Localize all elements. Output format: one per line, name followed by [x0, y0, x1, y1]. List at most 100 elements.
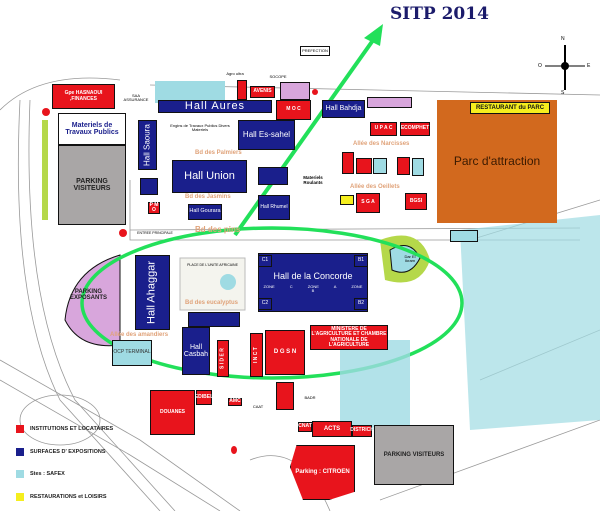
restaurant-small[interactable] [340, 195, 354, 205]
red-building[interactable] [342, 152, 354, 174]
legend-expositions: SURFACES D' EXPOSITIONS [16, 448, 106, 456]
compass-icon [545, 45, 585, 90]
zone-c2[interactable]: C2 [258, 298, 272, 310]
hall-aures[interactable]: Hall Aures [158, 100, 272, 113]
compass-west: O [538, 63, 542, 69]
zone-b1[interactable]: B1 [354, 255, 368, 267]
red-building[interactable] [356, 158, 372, 174]
highlight-ellipse [80, 226, 464, 380]
agro-building[interactable] [237, 80, 247, 100]
parking-exposants[interactable]: PARKING EXPOSANTS [69, 288, 107, 301]
hall-rhumel[interactable]: Hall Rhumel [258, 195, 290, 220]
safex-area [155, 81, 225, 103]
parking-visiteurs[interactable]: PARKING VISITEURS [58, 145, 126, 225]
hall-casbah-annex[interactable] [188, 312, 240, 327]
pink-building[interactable] [280, 82, 310, 100]
parking-visiteurs-2[interactable]: PARKING VISITEURS [374, 425, 454, 485]
road [17, 99, 161, 511]
entrance-markers [42, 89, 318, 454]
hall-saoura[interactable]: Hall Saoura [138, 120, 157, 170]
materiels-roulants: Materiels Roulants [303, 175, 323, 185]
safex-building[interactable] [450, 230, 478, 242]
restaurant-du-parc[interactable]: RESTAURANT du PARC [470, 102, 550, 114]
zone-c: ZONE C [263, 284, 293, 290]
parc-attraction[interactable]: Parc d'attraction [437, 100, 557, 223]
road-label: Allée des Oeillets [350, 184, 400, 190]
legend-institutions: INSTITUTIONS ET LOCATAIRES [16, 425, 113, 433]
badr: BADR [304, 395, 316, 401]
road-label: Bd des pins [195, 225, 241, 234]
districh[interactable]: DISTRICH [350, 425, 374, 437]
hall-es-sahel[interactable]: Hall Es-sahel [238, 120, 295, 150]
hall-de-la-concorde[interactable]: Hall de la Concorde ZONE C ZONE A ZONE B [258, 253, 368, 312]
red-building[interactable] [276, 382, 294, 410]
fountain [220, 274, 236, 290]
legend-label: Stes : SAFEX [30, 471, 65, 477]
safex-area [340, 340, 410, 430]
materiels-travaux-publics[interactable]: Materiels de Travaux Publics [58, 113, 126, 145]
legend-swatch [16, 448, 24, 456]
acts[interactable]: ACTS [312, 421, 352, 437]
sider[interactable]: S I D E R [217, 340, 229, 377]
hall-gourara[interactable]: Hall Gourara [188, 204, 222, 220]
pmo[interactable]: P M O [148, 201, 160, 214]
pink-building-2[interactable] [367, 97, 412, 108]
road [28, 99, 176, 511]
hall-casbah[interactable]: Hall Casbah [182, 327, 210, 375]
road-label: Bd des Palmiers [195, 150, 242, 156]
caat: CAAT [252, 404, 264, 410]
dgsn[interactable]: D G S N [265, 330, 305, 375]
legend-safex: Stes : SAFEX [16, 470, 65, 478]
concorde-title: Hall de la Concorde [273, 270, 353, 281]
compass-north: N [561, 36, 565, 42]
legend-label: INSTITUTIONS ET LOCATAIRES [30, 426, 114, 432]
safex-building[interactable] [412, 158, 424, 176]
ocp-terminal[interactable]: OCP TERMINAL [112, 340, 152, 366]
prefection[interactable]: PREFECTION [300, 46, 330, 56]
legend-swatch [16, 425, 24, 433]
ecomphet[interactable]: ECOMPHET [400, 122, 430, 136]
hall-ahaggar[interactable]: Hall Ahaggar [135, 255, 170, 330]
ministere-agriculture[interactable]: MINISTERE DE L'AGRICULTURE ET CHAMBRE NA… [310, 325, 388, 350]
safex-building[interactable] [373, 158, 387, 174]
safex-zone [460, 215, 600, 430]
douanes[interactable]: DOUANES [150, 390, 195, 435]
compass-south: S [561, 90, 565, 96]
saa-assurance: SAA ASSURANCE [123, 92, 149, 102]
legend-swatch [16, 493, 24, 501]
hall-blue-small[interactable] [258, 167, 288, 185]
hall-bahdja[interactable]: Hall Bahdja [322, 100, 365, 118]
zone-c1[interactable]: C1 [258, 255, 272, 267]
road-label: Allée des Narcisses [353, 141, 410, 147]
red-building[interactable] [397, 157, 410, 175]
parking-citroen[interactable]: Parking : CITROEN [290, 445, 355, 500]
highlight-arrowhead [364, 24, 383, 46]
road-label: Bd des Jasmins [185, 194, 231, 200]
compass-east: E [587, 63, 591, 69]
hall-union[interactable]: Hall Union [172, 160, 247, 193]
sga[interactable]: S G A [356, 193, 380, 213]
legend-restauration: RESTAURATIONS et LOISIRS [16, 493, 107, 501]
legend-label: SURFACES D' EXPOSITIONS [30, 449, 106, 455]
edibel[interactable]: EDIBEL [195, 390, 213, 405]
map-title: SITP 2014 [390, 4, 489, 24]
zone-b2[interactable]: B2 [354, 298, 368, 310]
amc[interactable]: AMC [228, 398, 242, 406]
zone-a: ZONE A [307, 284, 337, 290]
moc[interactable]: M O C [276, 100, 311, 120]
upac[interactable]: U P A C [370, 122, 397, 136]
gpe-hasnaoui[interactable]: Gpe HASNAOUI ,FINANCES [52, 84, 115, 109]
green-strip [42, 120, 48, 220]
dar-el-ikram: Dar El Ikram [404, 253, 416, 263]
inct[interactable]: I N C T [250, 333, 263, 377]
legend-swatch [16, 470, 24, 478]
bgsi[interactable]: BGSI [405, 193, 427, 210]
hall-small[interactable] [140, 178, 158, 195]
socope: SOCOPE [269, 74, 287, 80]
legend-label: RESTAURATIONS et LOISIRS [30, 494, 107, 500]
avenir[interactable]: AVENIS [250, 86, 275, 98]
cnat[interactable]: CNAT [298, 422, 312, 432]
parking-exposants-area [64, 254, 121, 347]
